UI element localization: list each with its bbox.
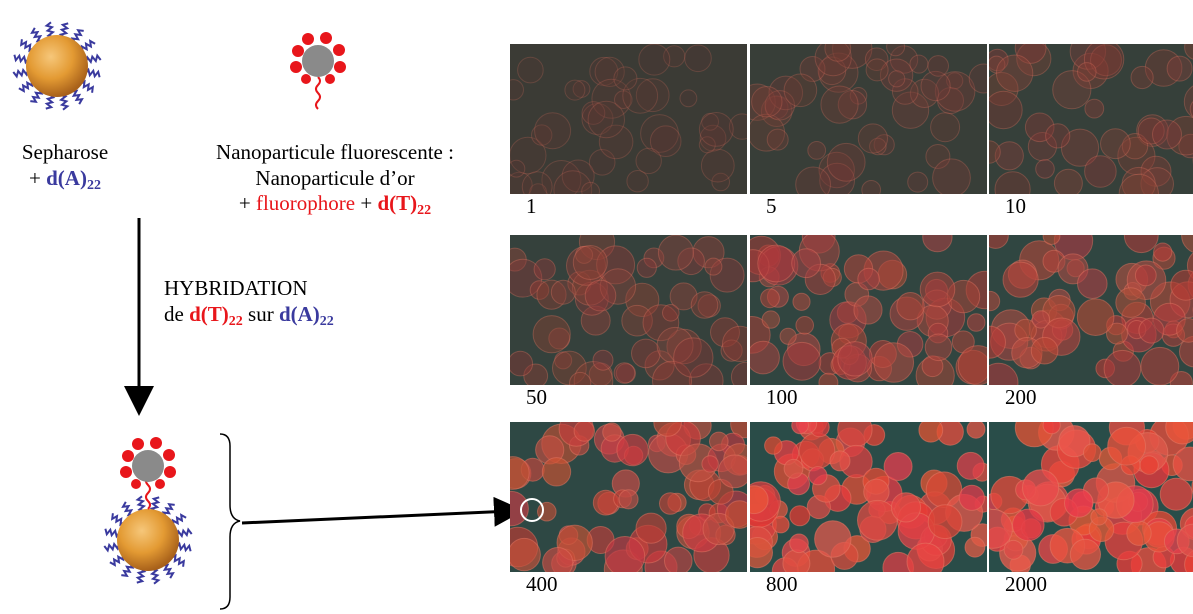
micrograph-100 xyxy=(750,235,987,385)
micrograph-400 xyxy=(510,422,747,572)
sepharose-bead-icon xyxy=(12,21,102,111)
fluorescent-nanoparticle-icon xyxy=(290,32,346,110)
hybridation-caption: HYBRIDATION de d(T)22 sur d(A)22 xyxy=(164,276,334,329)
right-brace xyxy=(219,433,241,610)
strand-da-subscript: 22 xyxy=(86,177,101,193)
micrograph-label: 5 xyxy=(766,194,777,218)
hybridation-title: HYBRIDATION xyxy=(164,276,308,300)
sepharose-formula: + d(A)22 xyxy=(15,165,115,193)
micrograph-1 xyxy=(510,44,747,194)
micrograph-label: 400 xyxy=(526,572,558,596)
pointer-arrow xyxy=(241,496,524,527)
micrograph-label: 200 xyxy=(1005,385,1037,409)
micrograph-label: 1 xyxy=(526,194,537,218)
plus-sign: + xyxy=(238,191,256,216)
strand-dt: d(T) xyxy=(377,191,418,216)
fluorophore-label: fluorophore xyxy=(255,191,356,216)
word-de: de xyxy=(164,301,190,326)
highlight-ring xyxy=(520,498,544,522)
strand-dt-subscript: 22 xyxy=(417,203,432,219)
hybridized-complex-icon xyxy=(103,437,193,585)
micrograph-10 xyxy=(989,44,1193,194)
sepharose-title: Sepharose xyxy=(21,140,109,164)
micrograph-50 xyxy=(510,235,747,385)
micrograph-200 xyxy=(989,235,1193,385)
nanoparticle-gold: Nanoparticule d’or xyxy=(255,165,415,190)
micrograph-800 xyxy=(750,422,987,572)
word-sur: sur xyxy=(242,301,279,326)
micrograph-label: 2000 xyxy=(1005,572,1047,596)
plus-sign: + xyxy=(29,165,47,190)
strand-dt: d(T) xyxy=(189,301,229,326)
strand-da: d(A) xyxy=(278,301,320,326)
hybridation-formula: de d(T)22 sur d(A)22 xyxy=(164,301,334,329)
micrograph-5 xyxy=(750,44,987,194)
micrograph-2000 xyxy=(989,422,1193,572)
strand-da: d(A) xyxy=(46,165,87,190)
nanoparticle-formula: + fluorophore + d(T)22 xyxy=(180,191,490,219)
strand-dt-subscript: 22 xyxy=(228,313,243,329)
nanoparticle-title: Nanoparticule fluorescente : xyxy=(216,140,454,164)
strand-da-subscript: 22 xyxy=(319,313,334,329)
micrograph-label: 100 xyxy=(766,385,798,409)
micrograph-label: 800 xyxy=(766,572,798,596)
micrograph-label: 50 xyxy=(526,385,547,409)
sepharose-caption: Sepharose + d(A)22 xyxy=(15,140,115,193)
plus-sign: + xyxy=(355,191,378,216)
micrograph-label: 10 xyxy=(1005,194,1026,218)
nanoparticle-caption: Nanoparticule fluorescente : Nanoparticu… xyxy=(180,140,490,219)
